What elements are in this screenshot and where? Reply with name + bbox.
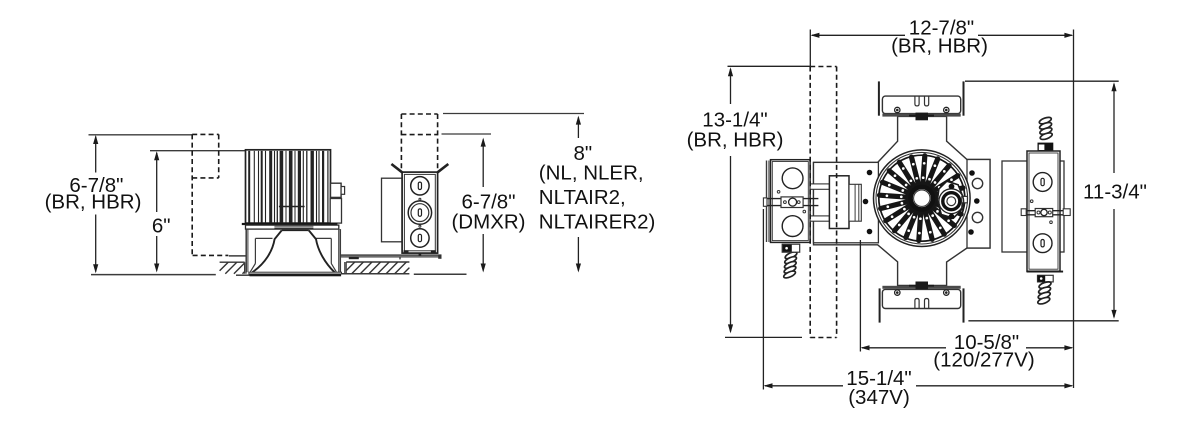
svg-text:11-3/4": 11-3/4"	[1083, 180, 1147, 203]
svg-text:13-1/4": 13-1/4"	[702, 108, 767, 131]
svg-text:(BR, HBR): (BR, HBR)	[687, 129, 784, 152]
svg-text:10-5/8": 10-5/8"	[954, 331, 1019, 354]
svg-text:8": 8"	[573, 142, 592, 165]
svg-text:6-7/8": 6-7/8"	[461, 190, 515, 213]
svg-text:NLTAIRER2): NLTAIRER2)	[539, 210, 656, 233]
svg-text:(120/277V): (120/277V)	[933, 348, 1034, 371]
svg-text:6-7/8": 6-7/8"	[69, 174, 123, 197]
svg-text:(DMXR): (DMXR)	[451, 211, 525, 234]
svg-text:(347V): (347V)	[848, 386, 910, 409]
svg-text:6": 6"	[152, 214, 171, 237]
svg-text:(BR, HBR): (BR, HBR)	[891, 34, 988, 57]
svg-text:(NL, NLER,: (NL, NLER,	[539, 162, 644, 185]
svg-text:(BR, HBR): (BR, HBR)	[45, 191, 142, 214]
svg-text:12-7/8": 12-7/8"	[909, 17, 974, 40]
svg-text:NLTAIR2,: NLTAIR2,	[539, 186, 626, 209]
svg-text:15-1/4": 15-1/4"	[846, 367, 911, 390]
